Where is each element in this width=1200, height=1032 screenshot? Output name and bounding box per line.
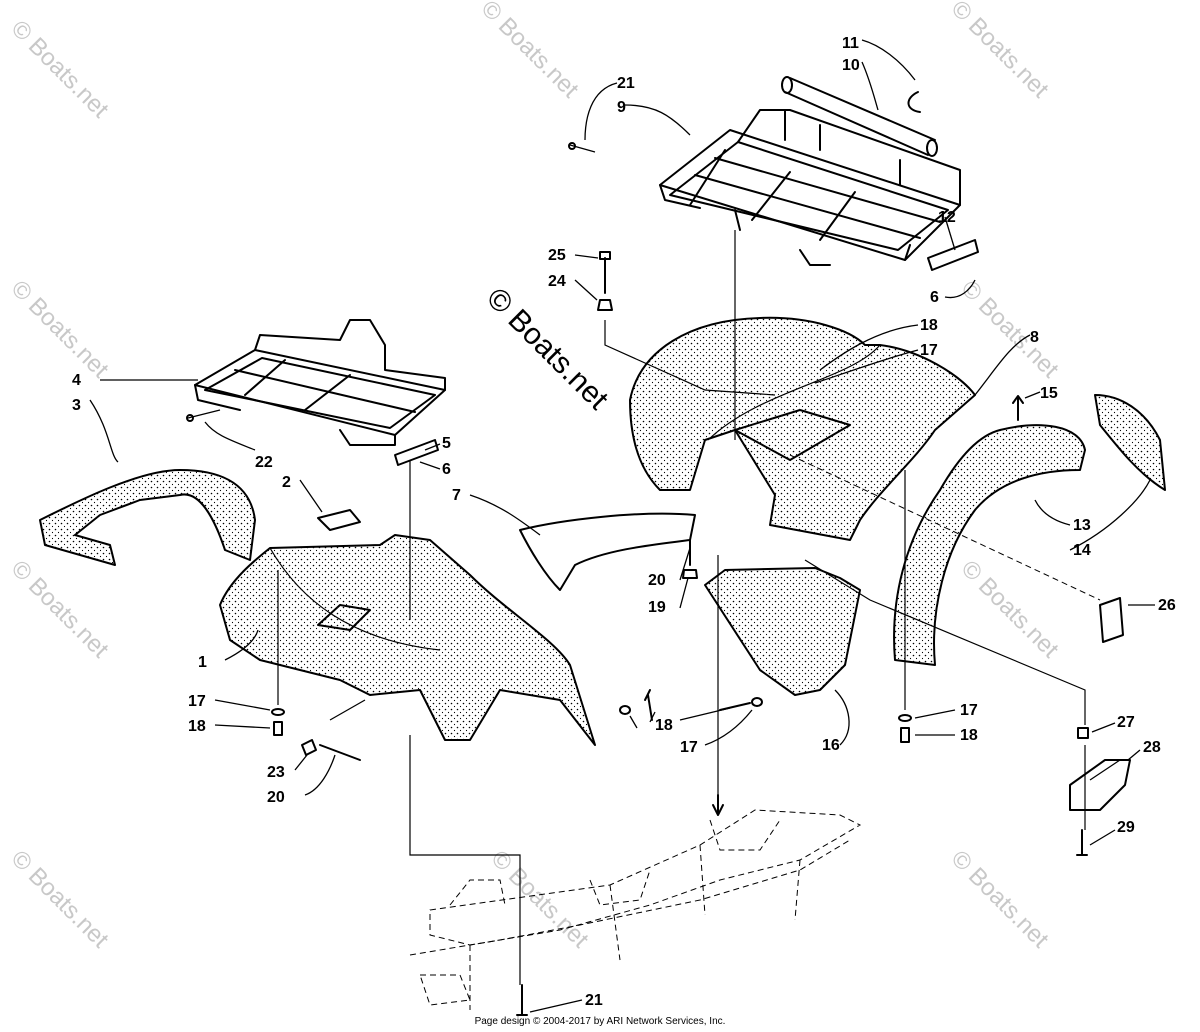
callout-17-mid: 17 bbox=[680, 739, 698, 756]
callout-23: 23 bbox=[267, 764, 285, 781]
callout-7: 7 bbox=[452, 487, 461, 504]
callout-29: 29 bbox=[1117, 819, 1135, 836]
callout-18-mid: 18 bbox=[655, 717, 673, 734]
callout-16: 16 bbox=[822, 737, 840, 754]
callout-21-bottom: 21 bbox=[585, 992, 603, 1009]
seat-pad-part-2 bbox=[317, 509, 361, 531]
trim-part-14 bbox=[1094, 394, 1166, 491]
callout-4: 4 bbox=[72, 372, 81, 389]
bracket-part-5 bbox=[394, 439, 439, 466]
mud-flap-part-16 bbox=[704, 567, 861, 696]
callout-17-right: 17 bbox=[960, 702, 978, 719]
callout-18-right: 18 bbox=[960, 727, 978, 744]
hitch-part-28 bbox=[1069, 759, 1131, 811]
bolt-part-25 bbox=[599, 251, 611, 294]
callout-6-left: 6 bbox=[442, 461, 451, 478]
watermark-main: © Boats.net bbox=[480, 282, 615, 417]
bolt-part-21-bottom bbox=[516, 984, 528, 1016]
callout-1: 1 bbox=[198, 654, 207, 671]
callout-20-left: 20 bbox=[267, 789, 285, 806]
watermark: © Boats.net bbox=[486, 845, 594, 953]
callout-3: 3 bbox=[72, 397, 81, 414]
callout-2: 2 bbox=[282, 474, 291, 491]
rear-rack-part-9 bbox=[659, 109, 961, 266]
callout-15: 15 bbox=[1040, 385, 1058, 402]
callout-24: 24 bbox=[548, 273, 566, 290]
callout-22: 22 bbox=[255, 454, 273, 471]
watermark: © Boats.net bbox=[6, 555, 114, 663]
fastener-part-15 bbox=[1012, 395, 1024, 421]
screw-part-18-mid bbox=[644, 689, 653, 721]
nut-part-24 bbox=[597, 299, 613, 311]
watermark: © Boats.net bbox=[476, 0, 584, 103]
rear-fender-part-8 bbox=[629, 316, 976, 541]
watermark: © Boats.net bbox=[946, 845, 1054, 953]
watermark: © Boats.net bbox=[956, 555, 1064, 663]
grab-bar-part-10 bbox=[781, 76, 938, 157]
callout-17-left: 17 bbox=[188, 693, 206, 710]
leader-lines bbox=[89, 39, 1155, 1013]
screw-part-18-right bbox=[900, 727, 910, 743]
side-panel-part-7 bbox=[519, 512, 696, 591]
bolt-part-22 bbox=[186, 409, 221, 422]
callout-14: 14 bbox=[1073, 542, 1091, 559]
bolt-part-20-left bbox=[319, 744, 361, 761]
clip-part-11 bbox=[907, 91, 921, 113]
callout-5: 5 bbox=[442, 435, 451, 452]
callout-18-top: 18 bbox=[920, 317, 938, 334]
callout-8: 8 bbox=[1030, 329, 1039, 346]
washer-part-17-right bbox=[898, 714, 912, 722]
assembly-lines bbox=[277, 230, 1101, 985]
callout-labels: 11 10 21 9 12 6 25 24 18 17 8 15 4 3 22 … bbox=[72, 35, 1176, 1009]
washer-part-17-mid bbox=[619, 705, 631, 715]
callout-12: 12 bbox=[938, 209, 956, 226]
bolt-part-29 bbox=[1076, 829, 1088, 856]
callout-13: 13 bbox=[1073, 517, 1091, 534]
footer-copyright: Page design © 2004-2017 by ARI Network S… bbox=[474, 1016, 726, 1027]
screw-part-27 bbox=[1077, 727, 1089, 739]
front-fender-part-1 bbox=[219, 534, 596, 746]
callout-17-top: 17 bbox=[920, 342, 938, 359]
frame-phantom bbox=[409, 809, 862, 1010]
bolt-part-21-top bbox=[568, 142, 596, 153]
callout-19: 19 bbox=[648, 599, 666, 616]
callout-9: 9 bbox=[617, 99, 626, 116]
bracket-part-23 bbox=[301, 739, 317, 756]
washer-part-17-left bbox=[271, 708, 285, 716]
watermark: © Boats.net bbox=[6, 845, 114, 953]
watermark: © Boats.net bbox=[946, 0, 1054, 103]
callout-26: 26 bbox=[1158, 597, 1176, 614]
callout-28: 28 bbox=[1143, 739, 1161, 756]
nut-part-19 bbox=[682, 569, 698, 579]
front-fender-flare-part-3 bbox=[39, 469, 256, 566]
watermark: © Boats.net bbox=[6, 15, 114, 123]
watermark: © Boats.net bbox=[6, 275, 114, 383]
callout-11: 11 bbox=[842, 35, 859, 52]
fender-extension-part-13 bbox=[893, 424, 1086, 666]
callout-18-left: 18 bbox=[188, 718, 206, 735]
front-rack-part-4 bbox=[194, 319, 446, 446]
callout-21-top: 21 bbox=[617, 75, 635, 92]
callout-25: 25 bbox=[548, 247, 566, 264]
reflector-part-26 bbox=[1099, 597, 1124, 643]
bracket-part-12 bbox=[927, 239, 979, 271]
callout-10: 10 bbox=[842, 57, 860, 74]
callout-6-top: 6 bbox=[930, 289, 939, 306]
screw-part-18-left bbox=[273, 721, 283, 736]
watermark: © Boats.net bbox=[956, 275, 1064, 383]
callout-27: 27 bbox=[1117, 714, 1135, 731]
callout-20-mid: 20 bbox=[648, 572, 666, 589]
